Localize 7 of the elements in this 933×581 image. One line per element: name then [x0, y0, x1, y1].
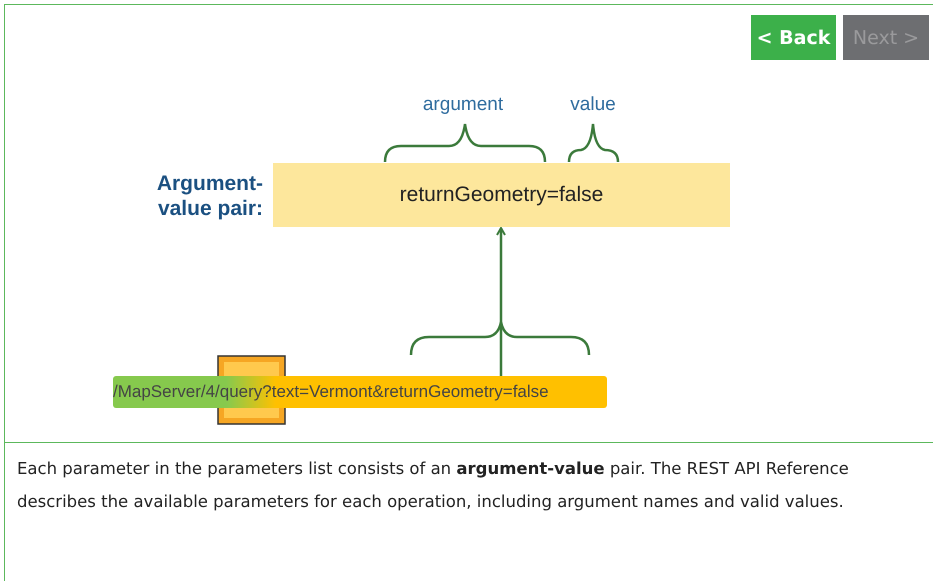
bracket-label: value: [569, 94, 617, 116]
bracket-label: argument: [422, 94, 504, 116]
back-button: < Back: [751, 15, 836, 60]
highlight-box: returnGeometry=false: [273, 163, 730, 227]
arrow: [496, 227, 506, 376]
row-heading: Argument- value pair:: [156, 171, 263, 221]
paragraph: Each parameter in the parameters list consists of an argument-value pair. The REST API Reference describes the available parameters for each operation, including argument names and valid values.: [17, 458, 850, 513]
